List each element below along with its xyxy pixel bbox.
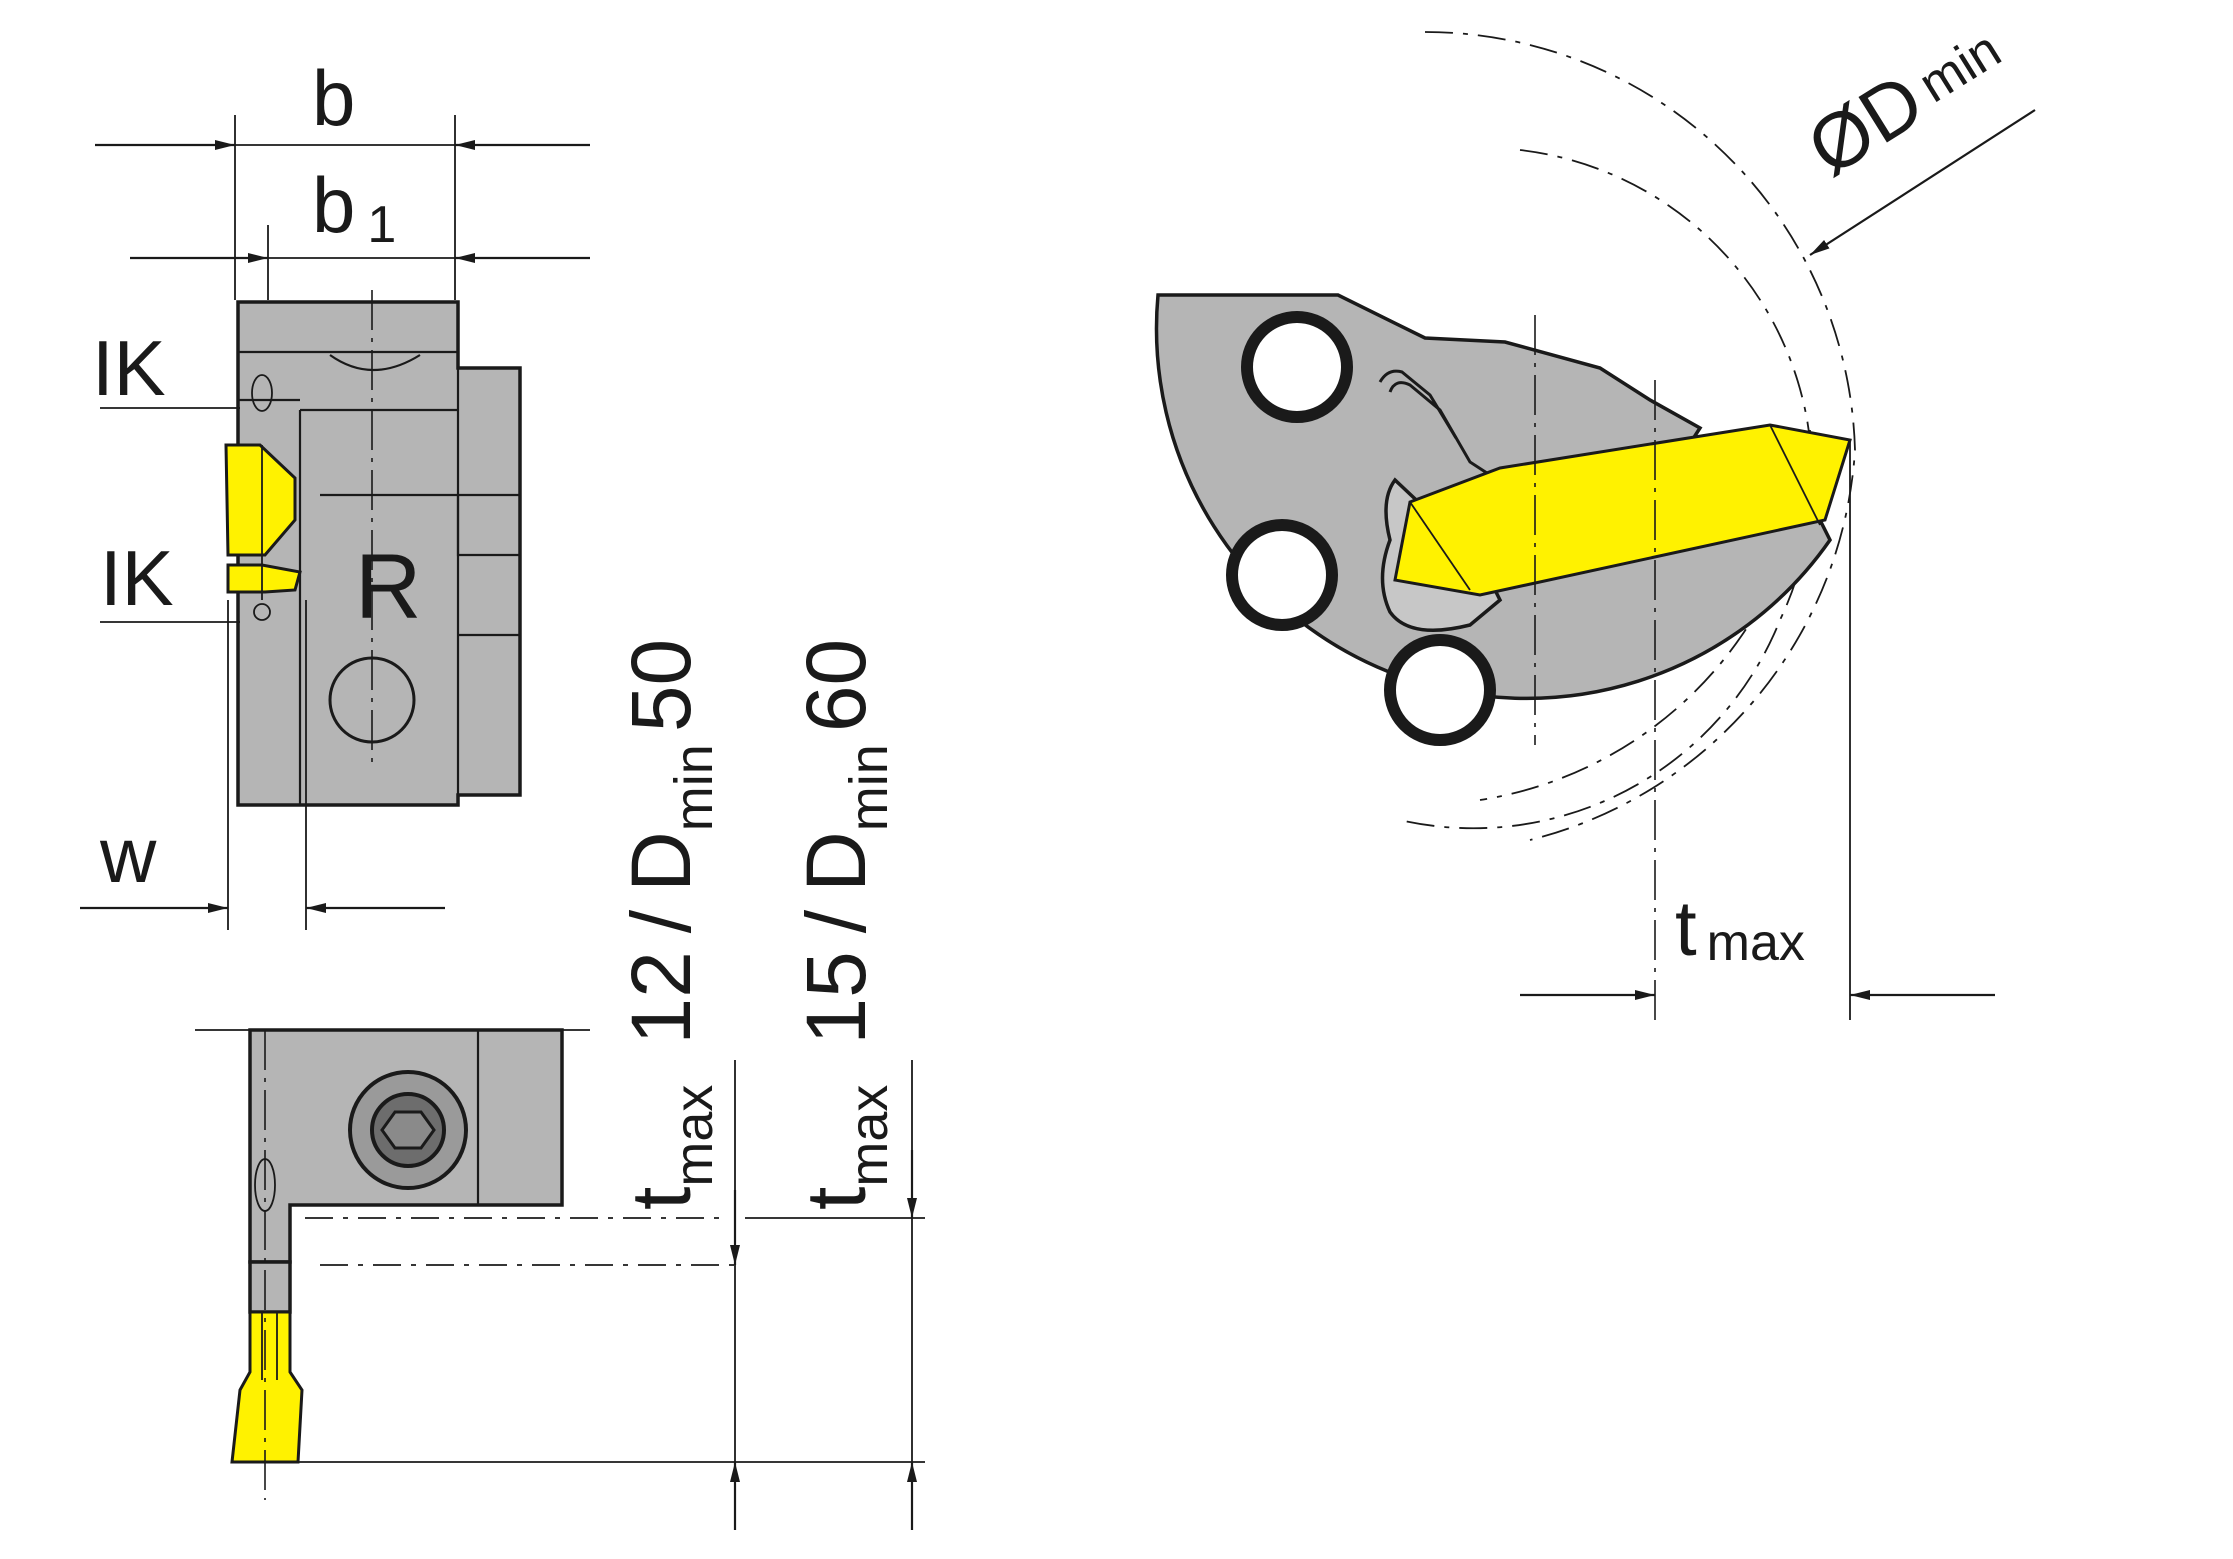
coolant-port-top bbox=[251, 374, 273, 412]
workpiece-inner-circle bbox=[1399, 149, 1814, 830]
side-view: tmax12/Dmin50 tmax15/Dmin60 bbox=[195, 639, 925, 1530]
insert-front-upper bbox=[224, 443, 297, 557]
holder-body bbox=[236, 300, 522, 807]
clamp-slot-line-2 bbox=[1378, 369, 1458, 439]
label-dmin: ØDmin bbox=[1792, 6, 2017, 192]
insert-facet-a bbox=[1409, 501, 1471, 591]
disc-hole-2 bbox=[1226, 519, 1338, 631]
spec-a-text: tmax12/Dmin50 bbox=[614, 639, 724, 1210]
disc-hole-1 bbox=[1241, 311, 1353, 423]
side-screw-hex bbox=[380, 1110, 436, 1150]
side-insert bbox=[230, 1310, 304, 1464]
disc-hole-3 bbox=[1384, 634, 1496, 746]
clamp-screw-slot bbox=[329, 354, 421, 371]
coolant-port-bottom bbox=[253, 603, 271, 621]
label-b: b bbox=[312, 54, 355, 142]
spec-b-text: tmax15/Dmin60 bbox=[789, 639, 899, 1210]
label-w: w bbox=[99, 811, 157, 899]
dim-dmin-arrow bbox=[1809, 109, 2036, 256]
insert-front-lower bbox=[226, 563, 302, 594]
end-view-insert bbox=[1393, 423, 1852, 597]
body-step-upper bbox=[456, 495, 520, 557]
label-r: R bbox=[355, 536, 421, 638]
label-ik-top: IK bbox=[92, 324, 166, 412]
side-blade-neck bbox=[248, 1260, 292, 1314]
workpiece-outer-circle bbox=[1424, 31, 1856, 841]
insert-facet-b bbox=[1769, 424, 1821, 526]
label-ik-bottom: IK bbox=[100, 534, 174, 622]
